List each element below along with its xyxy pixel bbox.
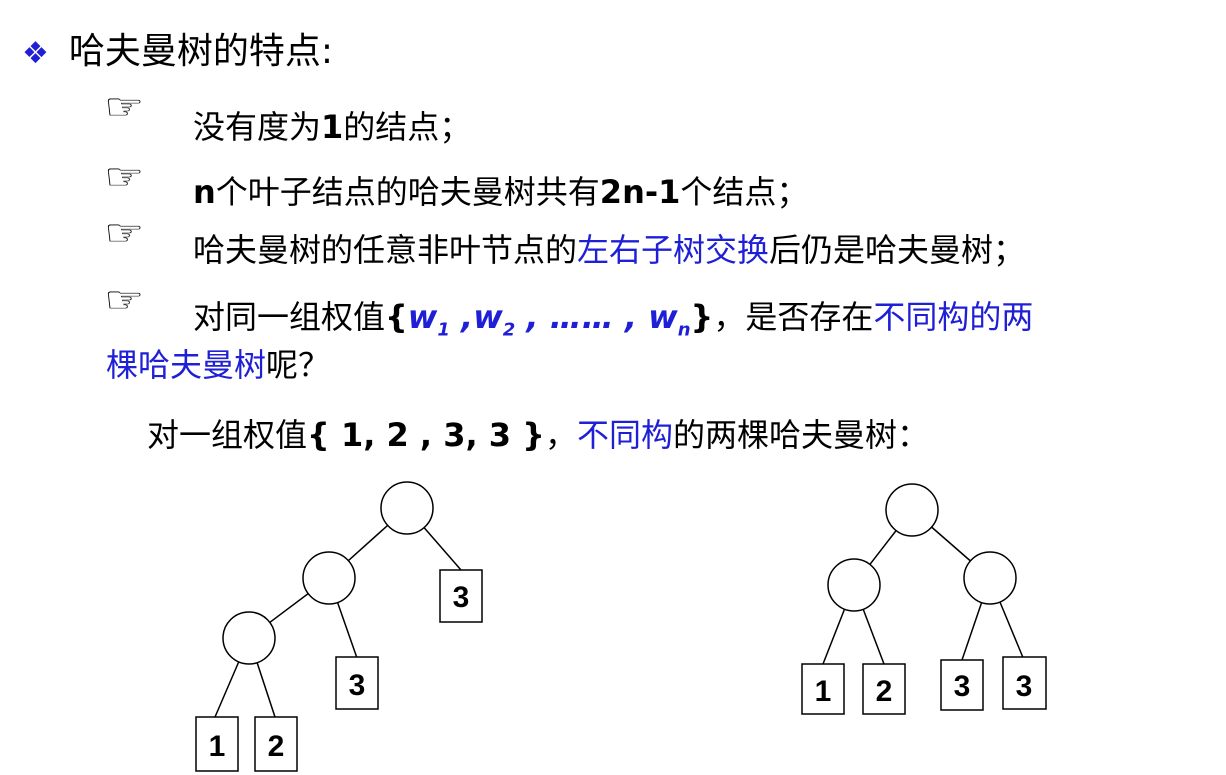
point-3-post: 后仍是哈夫曼树； [769, 231, 1026, 269]
left-leaf-3b-label: 3 [453, 581, 470, 614]
point-4-mid: ，是否存在 [713, 298, 874, 336]
point-1-pre: 没有度为 [193, 108, 322, 146]
brace-close: } [690, 298, 714, 336]
right-internal-node-left [827, 558, 881, 612]
point-1: 没有度为1的结点； [193, 102, 471, 148]
weight-wn: w [648, 298, 678, 336]
point-2-mid: 个叶子结点的哈夫曼树共有 [215, 173, 600, 211]
point-4-highlight-2: 棵哈夫曼树 [106, 346, 267, 384]
point-2-n: n [193, 173, 216, 211]
point-3-pre: 哈夫曼树的任意非叶节点的 [193, 231, 578, 269]
right-leaf-1: 1 [801, 663, 845, 715]
point-1-num: 1 [321, 108, 344, 146]
subscript-n: n [677, 319, 691, 341]
example-comma: ， [544, 416, 577, 454]
right-leaf-1-label: 1 [815, 675, 832, 708]
left-leaf-3a-label: 3 [349, 669, 366, 702]
point-2-num: 2n-1 [599, 173, 681, 211]
subscript-2: 2 [502, 319, 516, 341]
example-line: 对一组权值{ 1, 2 , 3, 3 }，不同构的两棵哈夫曼树： [147, 410, 929, 456]
comma-1: , [449, 298, 474, 336]
left-leaf-3a: 3 [335, 656, 379, 710]
pointing-hand-icon: ☞ [103, 157, 145, 198]
right-leaf-3b: 3 [1002, 656, 1047, 710]
title-text: 哈夫曼树的特点: [68, 31, 334, 72]
left-leaf-2-label: 2 [268, 730, 285, 763]
right-leaf-2: 2 [862, 663, 906, 715]
pointing-hand-icon: ☞ [103, 280, 145, 321]
point-4-pre: 对同一组权值 [193, 298, 386, 336]
left-leaf-2: 2 [254, 716, 298, 772]
diamond-bullet-icon: ❖ [22, 36, 49, 71]
right-leaf-3a-label: 3 [954, 670, 971, 703]
right-internal-node-right [963, 551, 1017, 605]
left-root-node [380, 481, 434, 535]
right-leaf-3b-label: 3 [1016, 670, 1033, 703]
right-leaf-2-label: 2 [876, 675, 893, 708]
left-internal-node-2 [302, 551, 356, 605]
right-root-node [885, 483, 939, 537]
point-4-line-2: 棵哈夫曼树呢？ [106, 340, 330, 386]
point-4-line-1: 对同一组权值{w1 ,w2 , …… , wn}，是否存在不同构的两 [193, 292, 1033, 340]
example-pre: 对一组权值 [147, 416, 308, 454]
left-leaf-1: 1 [195, 716, 239, 772]
left-internal-node-3 [222, 611, 276, 665]
right-tree-internal-nodes [827, 483, 1017, 612]
point-2-post: 个结点； [680, 173, 809, 211]
pointing-hand-icon: ☞ [103, 87, 145, 128]
left-leaf-1-label: 1 [209, 730, 226, 763]
weight-w1: w [407, 298, 438, 336]
example-post: 的两棵哈夫曼树： [672, 416, 929, 454]
pointing-hand-icon: ☞ [103, 213, 145, 254]
weight-w2: w [473, 298, 503, 336]
point-4-post: 呢？ [266, 346, 331, 384]
brace-open: { [385, 298, 408, 336]
subscript-1: 1 [437, 319, 450, 341]
point-3-highlight: 左右子树交换 [577, 231, 770, 269]
point-3: 哈夫曼树的任意非叶节点的左右子树交换后仍是哈夫曼树； [193, 225, 1025, 271]
example-highlight: 不同构 [576, 416, 673, 454]
left-tree-internal-nodes [222, 481, 434, 665]
right-leaf-3a: 3 [940, 659, 984, 711]
ellipsis: , …… , [515, 298, 649, 336]
slide-title: ❖ 哈夫曼树的特点: [22, 22, 333, 74]
example-weights: { 1, 2 , 3, 3 } [307, 416, 545, 454]
point-2: n个叶子结点的哈夫曼树共有2n-1个结点； [193, 167, 808, 213]
point-4-highlight-1: 不同构的两 [873, 298, 1034, 336]
left-leaf-3b: 3 [439, 569, 483, 623]
point-1-post: 的结点； [343, 108, 472, 146]
